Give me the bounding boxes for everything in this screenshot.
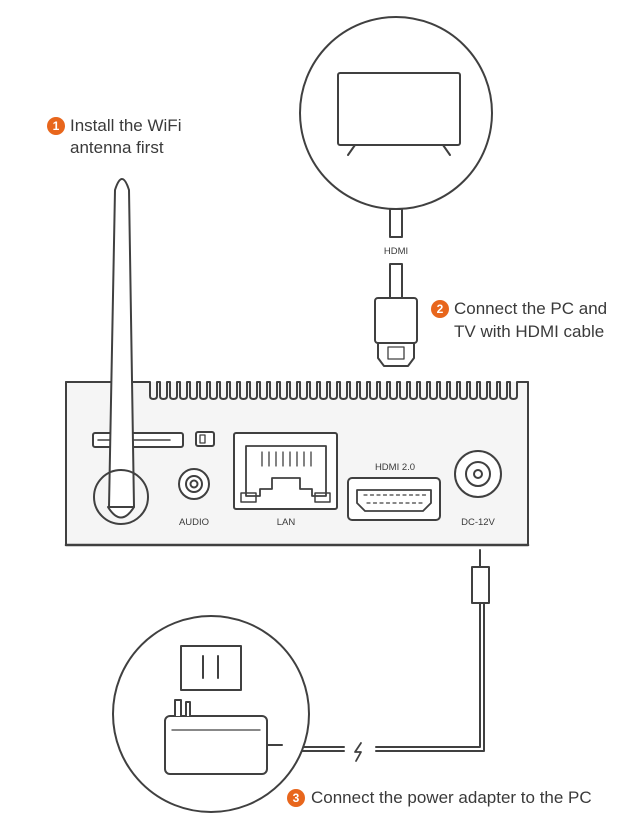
adapter-prong-left bbox=[174, 699, 182, 717]
lan-port-frame bbox=[233, 432, 338, 510]
hdmi-cable-strain bbox=[389, 263, 403, 301]
step-3-badge bbox=[287, 789, 305, 807]
hdmi-cable-label: HDMI bbox=[384, 246, 408, 257]
audio-port-hole bbox=[189, 479, 199, 489]
audio-port bbox=[178, 468, 210, 500]
step-1-line-1: Install the WiFi bbox=[70, 116, 181, 135]
antenna-base bbox=[107, 506, 135, 519]
dc-port-pin bbox=[473, 469, 483, 479]
step-1-number: 1 bbox=[53, 119, 60, 133]
step-2-line-2: TV with HDMI cable bbox=[454, 322, 604, 341]
hdmi-port-frame bbox=[347, 477, 441, 521]
audio-label: AUDIO bbox=[179, 517, 209, 528]
wall-outlet bbox=[180, 645, 242, 691]
dc-cable-line-a bbox=[375, 602, 485, 752]
hdmi-cable-top bbox=[389, 208, 403, 238]
step-3-line-1: Connect the power adapter to the PC bbox=[311, 788, 592, 807]
hdmi-plug-body bbox=[374, 297, 418, 344]
step-2-number: 2 bbox=[437, 302, 444, 316]
tv-icon bbox=[337, 72, 461, 146]
hdmi-port bbox=[347, 477, 441, 521]
step-2-line-1: Connect the PC and bbox=[454, 299, 607, 318]
hdmi-port-label: HDMI 2.0 bbox=[375, 462, 415, 473]
step-3-number: 3 bbox=[293, 791, 300, 805]
hdmi-port-socket bbox=[356, 489, 432, 512]
lan-port bbox=[233, 432, 338, 510]
lightning-icon bbox=[354, 742, 362, 762]
antenna-rod bbox=[108, 178, 135, 508]
hdmi-plug-contacts bbox=[387, 346, 405, 360]
lan-label: LAN bbox=[277, 517, 296, 528]
step-2-badge bbox=[431, 300, 449, 318]
hdmi-port-pins bbox=[363, 494, 427, 504]
mini-pc bbox=[64, 381, 530, 547]
tv-stand-left bbox=[347, 144, 356, 156]
dc-port bbox=[454, 450, 502, 498]
power-adapter bbox=[164, 715, 268, 775]
step-1-line-2: antenna first bbox=[70, 138, 164, 157]
lan-socket bbox=[245, 445, 327, 497]
step-1-badge bbox=[47, 117, 65, 135]
audio-port-inner bbox=[185, 475, 203, 493]
hdmi-cable bbox=[374, 208, 418, 367]
pc-heatsink-fins bbox=[65, 381, 529, 400]
lan-pins bbox=[261, 451, 312, 467]
antenna-base-ring bbox=[93, 469, 149, 525]
dc-label: DC-12V bbox=[461, 517, 495, 528]
dc-cable-line-b bbox=[375, 602, 481, 748]
switch-knob bbox=[199, 434, 206, 444]
lan-led-right bbox=[314, 492, 331, 503]
dc-port-inner bbox=[465, 461, 491, 487]
adapter-illustration bbox=[112, 615, 310, 813]
lan-led-left bbox=[240, 492, 257, 503]
hdmi-plug-tip bbox=[377, 342, 415, 367]
adapter-prong-right bbox=[185, 701, 191, 717]
tv-illustration bbox=[299, 16, 493, 210]
tv-stand-right bbox=[442, 144, 451, 156]
wifi-antenna bbox=[93, 178, 149, 525]
dc-plug-body bbox=[471, 566, 490, 604]
